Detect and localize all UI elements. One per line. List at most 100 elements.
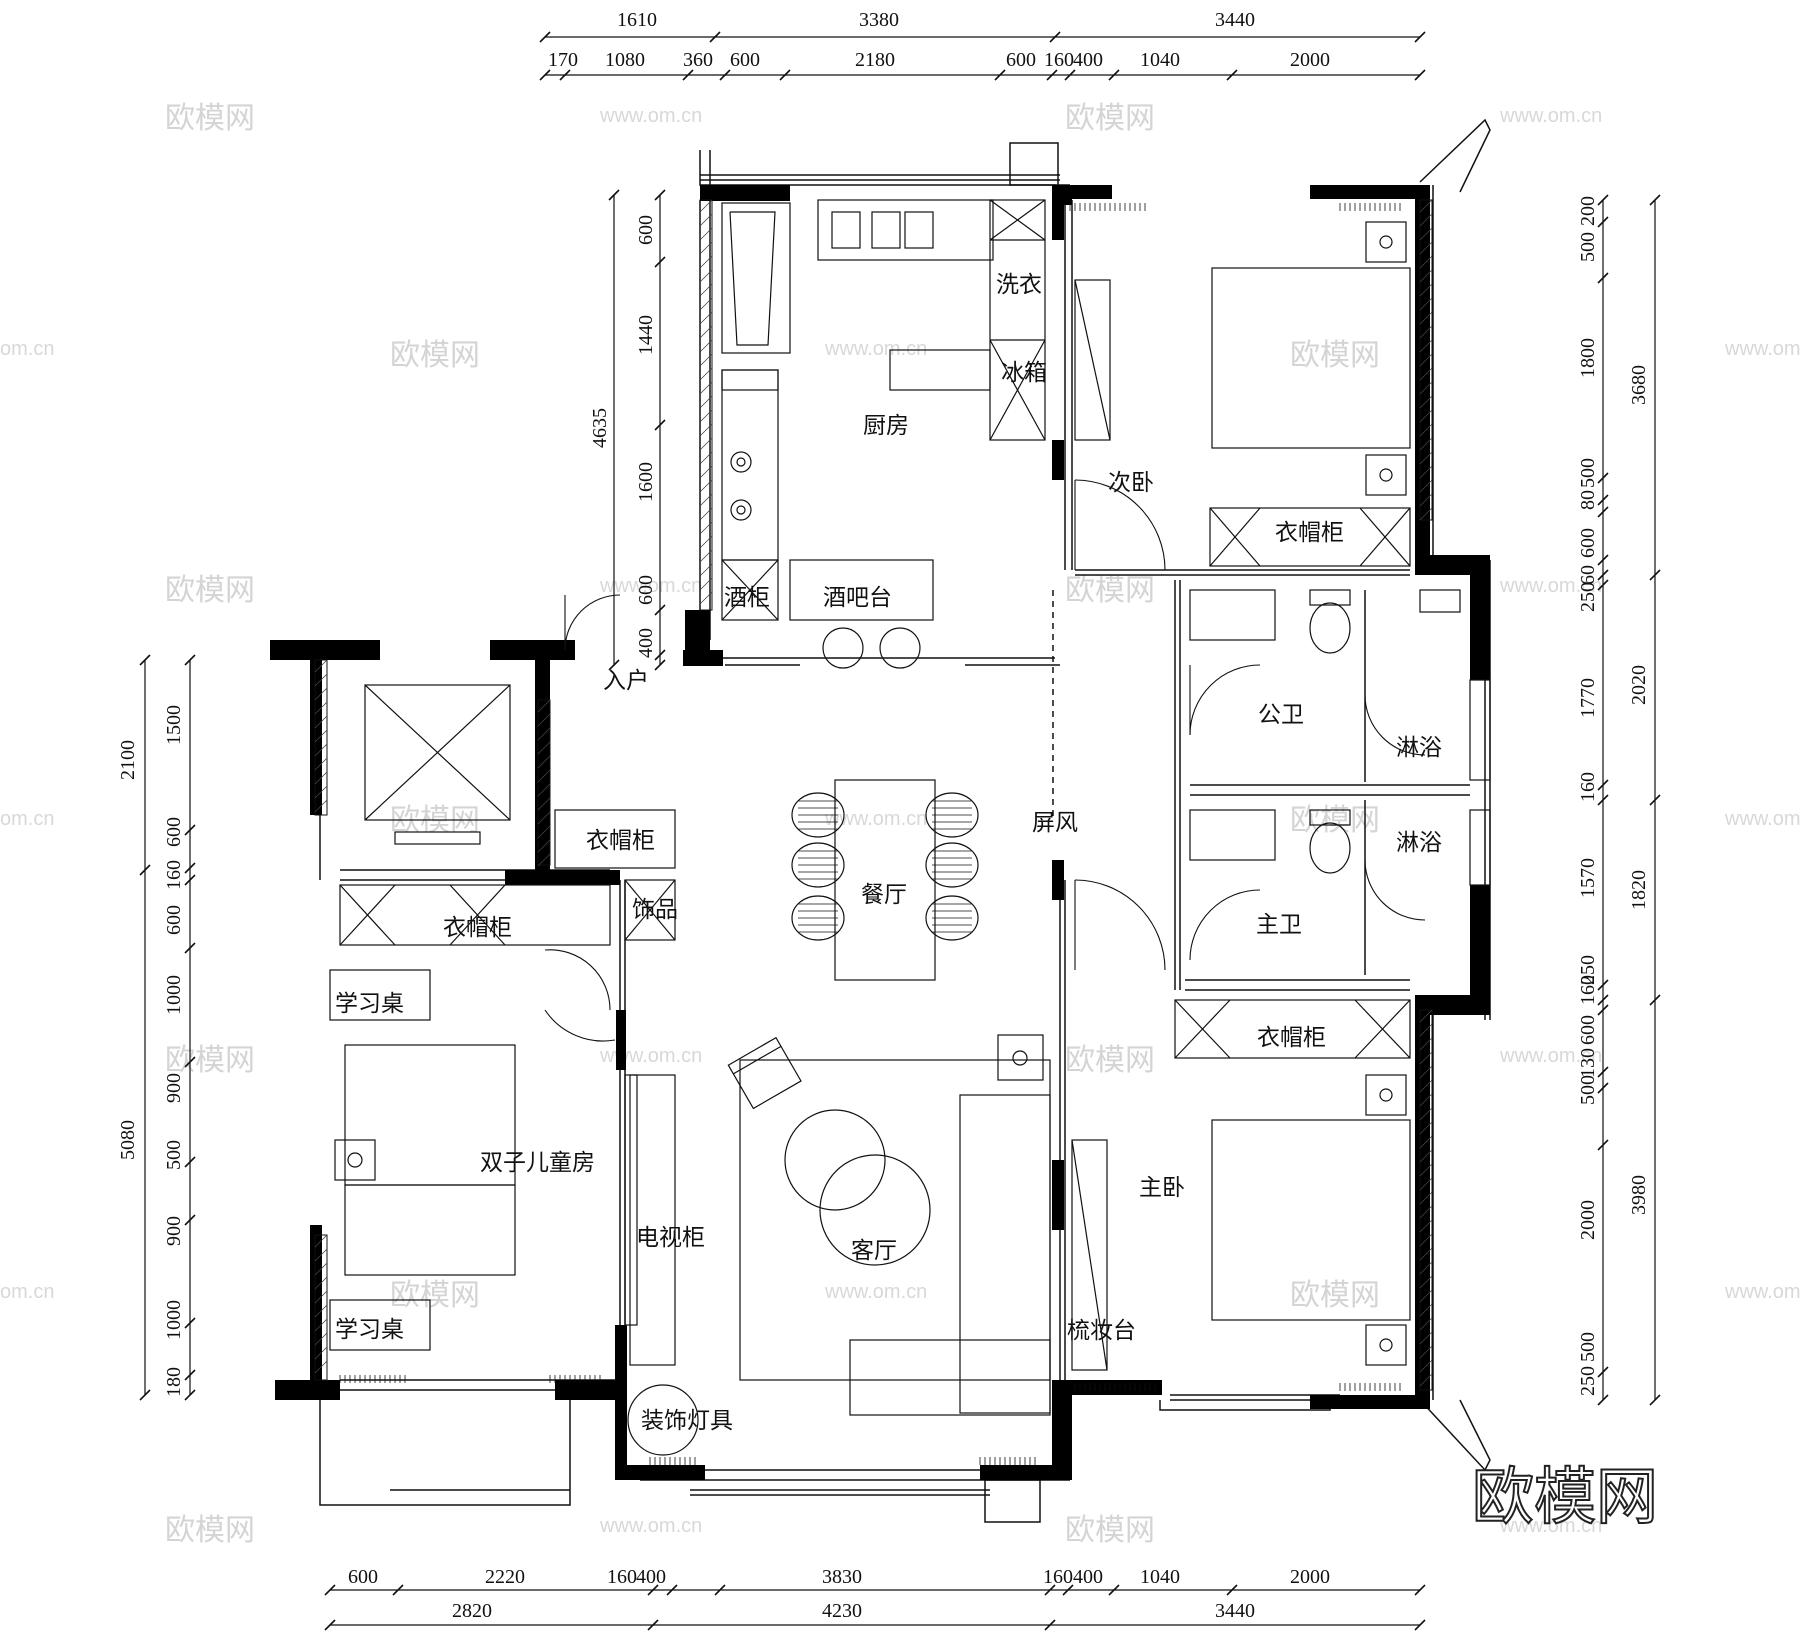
- hatch-line: [1419, 423, 1433, 437]
- hatch-line: [314, 687, 328, 701]
- dim-label: 2180: [855, 49, 895, 71]
- dim-label: 160: [163, 860, 185, 890]
- watermark-url: www.om.cn: [599, 105, 702, 127]
- label-study-desk: 学习桌: [335, 991, 404, 1017]
- hatch-line: [1419, 1107, 1433, 1121]
- dimension-tick: [1649, 994, 1661, 1006]
- dimension-tick: [1046, 69, 1058, 81]
- dim-label: 500: [1577, 1332, 1599, 1362]
- watermark-url: www.om.cn: [824, 338, 927, 360]
- dim-label: 600: [635, 215, 657, 245]
- dim-label: 3440: [1215, 1600, 1255, 1622]
- dimension-tick: [1597, 216, 1609, 228]
- dim-label: 160: [1577, 772, 1599, 802]
- hatch-line: [1419, 1191, 1433, 1205]
- hatch-line: [1419, 1331, 1433, 1345]
- watermark-text: 欧模网: [390, 1278, 480, 1313]
- dimension-tick: [1597, 569, 1609, 581]
- dimension-tick: [1062, 1584, 1074, 1596]
- dim-label: 160: [1577, 975, 1599, 1005]
- watermark-text: 欧模网: [1290, 1278, 1380, 1313]
- label-vanity: 梳妆台: [1067, 1318, 1136, 1344]
- dimension-tick: [682, 69, 694, 81]
- dimension-tick: [1597, 1066, 1609, 1078]
- watermark-text: 欧模网: [1065, 101, 1155, 136]
- hatch-line: [314, 1290, 328, 1304]
- dimension-tick: [184, 1156, 196, 1168]
- dimension-tick: [654, 419, 666, 431]
- watermark-url: www.om.cn: [1499, 1515, 1602, 1537]
- watermark-url: www.om.cn: [1724, 1281, 1800, 1303]
- dim-label: 3680: [1628, 365, 1650, 405]
- dimension-tick: [1597, 194, 1609, 206]
- hatch-line: [314, 799, 328, 813]
- dim-label: 1600: [635, 462, 657, 502]
- hatch-line: [314, 1262, 328, 1276]
- dimension-tick: [1597, 494, 1609, 506]
- hatch-line: [1419, 507, 1433, 521]
- label-decor: 饰品: [632, 897, 678, 923]
- dim-label: 1800: [1577, 338, 1599, 378]
- hatch-line: [1419, 1261, 1433, 1275]
- hatch-line: [1419, 1233, 1433, 1247]
- dim-label: 400: [1073, 49, 1103, 71]
- dimension-tick: [1597, 979, 1609, 991]
- dimension-tick: [608, 189, 620, 201]
- dim-label: 250: [1577, 1366, 1599, 1396]
- label-study-desk: 学习桌: [335, 1317, 404, 1343]
- hatch-line: [537, 699, 551, 713]
- bedroom-fixtures: [1071, 221, 1491, 1371]
- watermark-text: 欧模网: [165, 1513, 255, 1548]
- dim-label: 2100: [117, 740, 139, 780]
- hatched-walls: [314, 199, 1433, 1391]
- hatch-line: [314, 743, 328, 757]
- dimension-tick: [654, 604, 666, 616]
- dining-chair: [791, 895, 845, 941]
- hatch-line: [1419, 1219, 1433, 1233]
- hatch-line: [699, 199, 713, 213]
- hatch-line: [314, 757, 328, 771]
- label-shower: 淋浴: [1396, 735, 1442, 761]
- hatch-line: [1419, 451, 1433, 465]
- hatch-line: [314, 659, 328, 673]
- watermark-url: www.om.cn: [824, 808, 927, 830]
- hatch-line: [1419, 1289, 1433, 1303]
- dim-label: 500: [163, 1140, 185, 1170]
- dimension-tick: [184, 1317, 196, 1329]
- dim-label: 1080: [605, 49, 645, 71]
- dim-label: 600: [730, 49, 760, 71]
- hatch-line: [699, 535, 713, 549]
- dimension-tick: [709, 31, 721, 43]
- hatch-line: [699, 409, 713, 423]
- watermark-url: www.om.cn: [824, 1281, 927, 1303]
- right-dimensions: 200 500 1800 500 80 600 250 60 1770 160 …: [1577, 196, 1650, 1396]
- hatch-line: [699, 213, 713, 227]
- dim-label: 130: [1577, 1048, 1599, 1078]
- watermark-text: 欧模网: [165, 573, 255, 608]
- hatch-line: [1419, 1205, 1433, 1219]
- hatch-line: [699, 591, 713, 605]
- hatch-line: [1419, 325, 1433, 339]
- watermark-url: www.om.cn: [1724, 338, 1800, 360]
- hatch-line: [314, 1234, 328, 1248]
- hatch-line: [537, 755, 551, 769]
- hatch-line: [314, 785, 328, 799]
- dimension-tick: [1597, 506, 1609, 518]
- hatch-line: [537, 839, 551, 853]
- dimension-tick: [324, 1584, 336, 1596]
- dimension-tick: [714, 1584, 726, 1596]
- hatch-line: [699, 311, 713, 325]
- top-dimensions: 1610 3380 3440 170 1080 360 600 2180 600…: [548, 9, 1330, 71]
- dim-label: 250: [1577, 955, 1599, 985]
- dimension-tick: [184, 862, 196, 874]
- hatch-line: [314, 1304, 328, 1318]
- watermark-text: 欧模网: [1290, 338, 1380, 373]
- hatch-line: [314, 673, 328, 687]
- label-dining: 餐厅: [861, 882, 907, 908]
- dimension-tick: [1414, 1619, 1426, 1631]
- dim-label: 5080: [117, 1120, 139, 1160]
- dining-chair: [925, 895, 979, 941]
- hatch-line: [1419, 1163, 1433, 1177]
- dimension-tick: [184, 1214, 196, 1226]
- dimension-tick: [654, 256, 666, 268]
